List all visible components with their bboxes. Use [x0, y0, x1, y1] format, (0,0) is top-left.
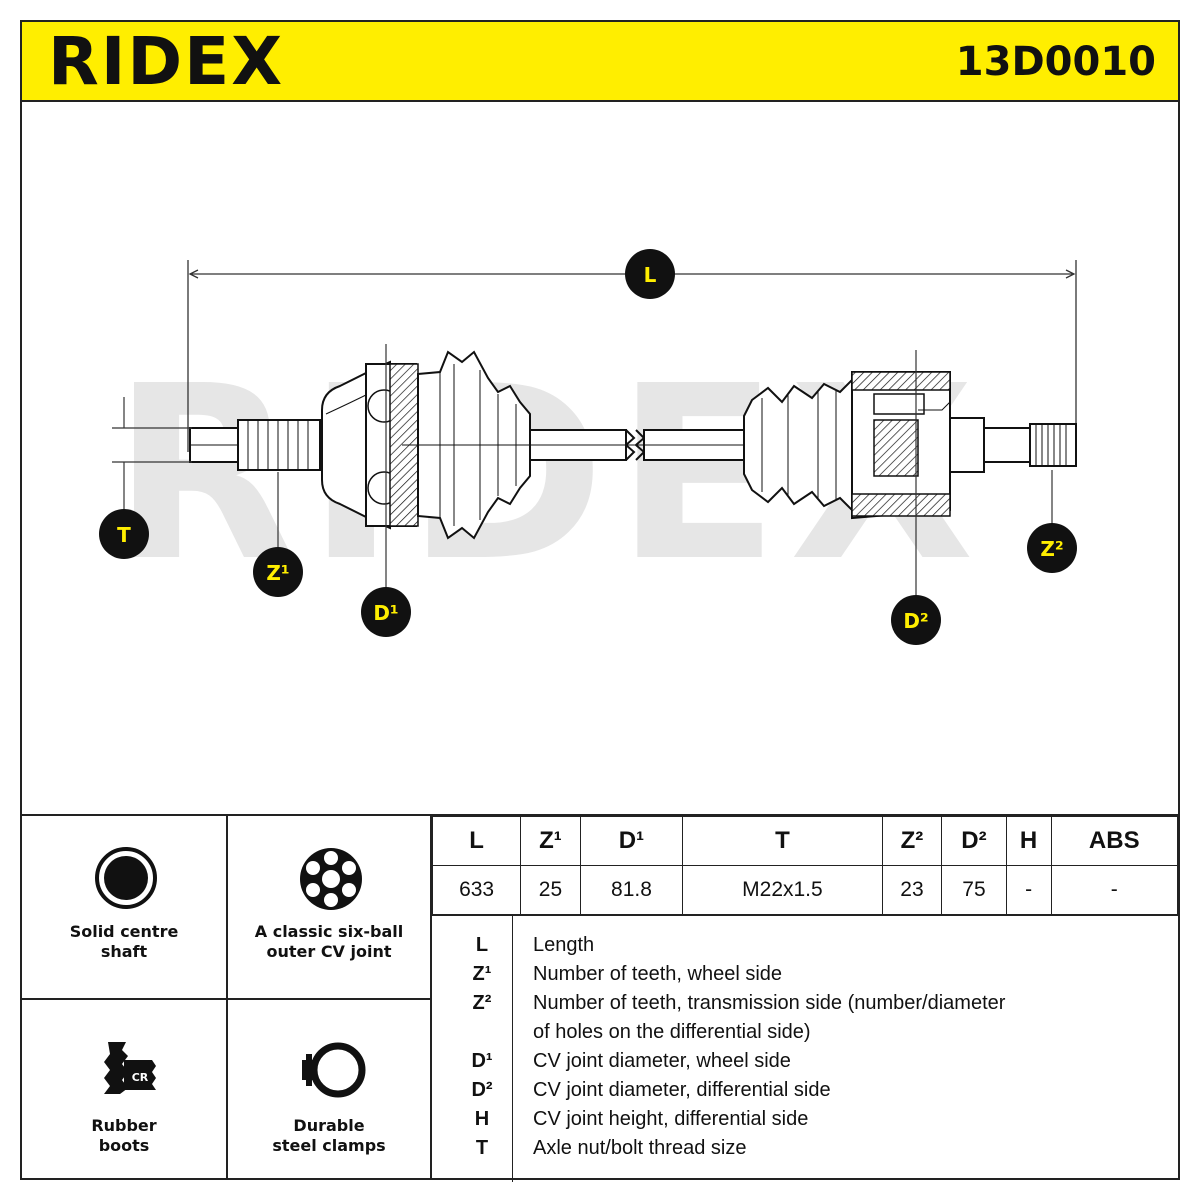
spec-legend: L Length Z¹ Number of teeth, wheel side …	[432, 914, 1178, 1182]
legend-text: Axle nut/bolt thread size	[533, 1137, 747, 1159]
spec-value-cell: 633	[431, 865, 522, 915]
brand-logo: RIDEX	[48, 23, 285, 100]
feature-label-line1: Rubber	[91, 1116, 157, 1135]
spec-value-cell: -	[1005, 865, 1052, 915]
spec-header-cell: L	[431, 816, 522, 866]
spec-header-row: L Z¹ D¹ T Z² D² H ABS	[431, 816, 1179, 866]
legend-text: of holes on the differential side)	[533, 1021, 811, 1043]
legend-row: Z¹ Number of teeth, wheel side	[432, 959, 1178, 989]
legend-text: Length	[533, 934, 595, 956]
legend-text: Number of teeth, transmission side (numb…	[533, 992, 1006, 1014]
rubber-boot-cr-icon: CR	[104, 1042, 156, 1094]
info-panel: Solid centre shaft A classic six-ball ou…	[22, 814, 1179, 1182]
legend-row: Z² Number of teeth, transmission side (n…	[432, 988, 1178, 1018]
label-L-badge: L	[625, 249, 675, 299]
legend-key: H	[474, 1108, 490, 1130]
label-D1-badge: D¹	[361, 587, 411, 637]
legend-row: of holes on the differential side)	[432, 1017, 1178, 1047]
svg-text:Z¹: Z¹	[266, 561, 289, 585]
six-ball-cv-joint-icon	[300, 848, 362, 910]
feature-six-ball-joint: A classic six-ball outer CV joint	[228, 816, 432, 1000]
spec-header-cell: D¹	[579, 816, 684, 866]
label-D2-badge: D²	[891, 595, 941, 645]
legend-key: Z¹	[472, 963, 492, 985]
spec-value-cell: M22x1.5	[682, 865, 883, 915]
header-bar: RIDEX 13D0010	[22, 22, 1178, 102]
part-number: 13D0010	[955, 39, 1156, 85]
spec-header-cell: H	[1005, 816, 1052, 866]
solid-shaft-icon	[95, 847, 157, 909]
feature-rubber-boots: CR Rubber boots	[22, 1000, 228, 1180]
feature-label-line2: boots	[98, 1136, 150, 1155]
spec-header-cell: ABS	[1050, 816, 1179, 866]
driveshaft-outline	[189, 350, 1077, 540]
legend-divider	[512, 916, 513, 1182]
legend-text: CV joint height, differential side	[533, 1108, 809, 1130]
legend-key: T	[475, 1137, 489, 1159]
svg-text:L: L	[644, 263, 657, 287]
spec-value-row: 633 25 81.8 M22x1.5 23 75 - -	[431, 865, 1179, 915]
legend-row: H CV joint height, differential side	[432, 1104, 1178, 1134]
label-Z2-badge: Z²	[1027, 523, 1077, 573]
spec-header-cell: T	[682, 816, 883, 866]
feature-steel-clamps: Durable steel clamps	[228, 1000, 432, 1180]
feature-label-line2: steel clamps	[272, 1136, 386, 1155]
spec-section: L Z¹ D¹ T Z² D² H ABS 633 25 81.8 M22x1.…	[431, 816, 1179, 1182]
feature-label-line1: Solid centre	[69, 922, 179, 941]
spec-header-cell: Z¹	[520, 816, 581, 866]
legend-key: D²	[471, 1079, 493, 1101]
spec-value-cell: 23	[881, 865, 943, 915]
legend-row: L Length	[432, 930, 1178, 960]
spec-table: L Z¹ D¹ T Z² D² H ABS 633 25 81.8 M22x1.…	[431, 816, 1179, 915]
svg-text:Z²: Z²	[1040, 537, 1063, 561]
legend-text: CV joint diameter, wheel side	[533, 1050, 791, 1072]
feature-label-line1: Durable	[293, 1116, 365, 1135]
legend-row: D¹ CV joint diameter, wheel side	[432, 1046, 1178, 1076]
driveshaft-svg: RIDEX	[99, 249, 1077, 645]
legend-text: Number of teeth, wheel side	[533, 963, 783, 985]
spec-value-cell: 75	[941, 865, 1007, 915]
legend-key: D¹	[471, 1050, 493, 1072]
svg-text:D¹: D¹	[373, 601, 398, 625]
legend-row: D² CV joint diameter, differential side	[432, 1075, 1178, 1105]
spec-header-cell: Z²	[881, 816, 943, 866]
feature-label-line2: outer CV joint	[266, 942, 392, 961]
steel-clamp-icon	[302, 1042, 366, 1098]
spec-value-cell: -	[1050, 865, 1179, 915]
feature-label-line1: A classic six-ball	[254, 922, 404, 941]
feature-label-line2: shaft	[100, 942, 148, 961]
legend-key: Z²	[472, 992, 492, 1014]
legend-text: CV joint diameter, differential side	[533, 1079, 831, 1101]
spec-value-cell: 81.8	[579, 865, 684, 915]
drawing-sheet: RIDEX 13D0010 RIDEX	[20, 20, 1180, 1182]
svg-text:T: T	[117, 523, 131, 547]
label-Z1-badge: Z¹	[253, 547, 303, 597]
driveshaft-drawing: RIDEX	[22, 102, 1178, 814]
legend-row: T Axle nut/bolt thread size	[432, 1133, 1178, 1163]
svg-text:D²: D²	[903, 609, 928, 633]
feature-solid-shaft: Solid centre shaft	[22, 816, 228, 1000]
svg-text:CR: CR	[132, 1071, 149, 1084]
legend-key: L	[475, 934, 489, 956]
label-T-badge: T	[99, 509, 149, 559]
spec-value-cell: 25	[520, 865, 581, 915]
spec-header-cell: D²	[941, 816, 1007, 866]
